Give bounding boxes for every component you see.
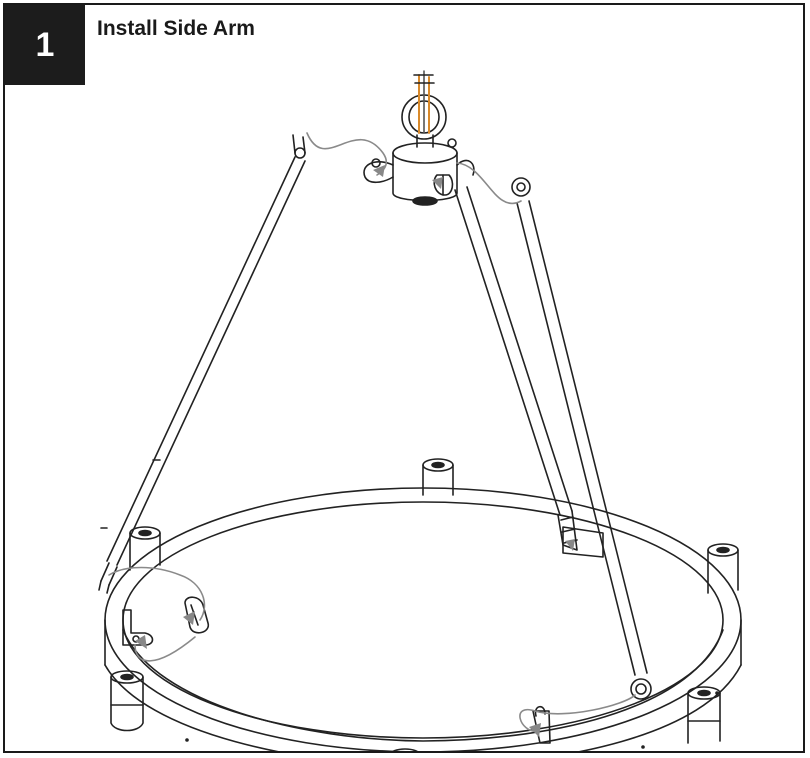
ring-dots [185, 691, 719, 749]
power-wires [413, 70, 435, 134]
hub-hook-left [363, 158, 394, 184]
step-title: Install Side Arm [97, 17, 255, 40]
top-hub [392, 134, 458, 206]
side-arm-right-long [511, 177, 652, 700]
hub-hook-right [447, 138, 475, 176]
ring-post-back [422, 458, 454, 496]
ring-post-front-right [687, 686, 721, 744]
step-number: 1 [35, 25, 55, 64]
hub-chain-link [433, 174, 454, 196]
ring-post-front [392, 748, 418, 751]
ring-post-left [129, 526, 161, 571]
side-arm-left [98, 134, 306, 594]
assembly-illustration [98, 70, 742, 751]
ring-post-right [707, 543, 739, 594]
ring-post-front-left [110, 670, 144, 732]
step-number-badge: 1 [5, 5, 85, 85]
connection-wires [108, 132, 636, 732]
ring-chain-link-left [184, 596, 210, 634]
instruction-panel: 1 Install Side Arm [3, 3, 805, 753]
ring-frame [104, 487, 742, 751]
arrows [135, 165, 575, 737]
